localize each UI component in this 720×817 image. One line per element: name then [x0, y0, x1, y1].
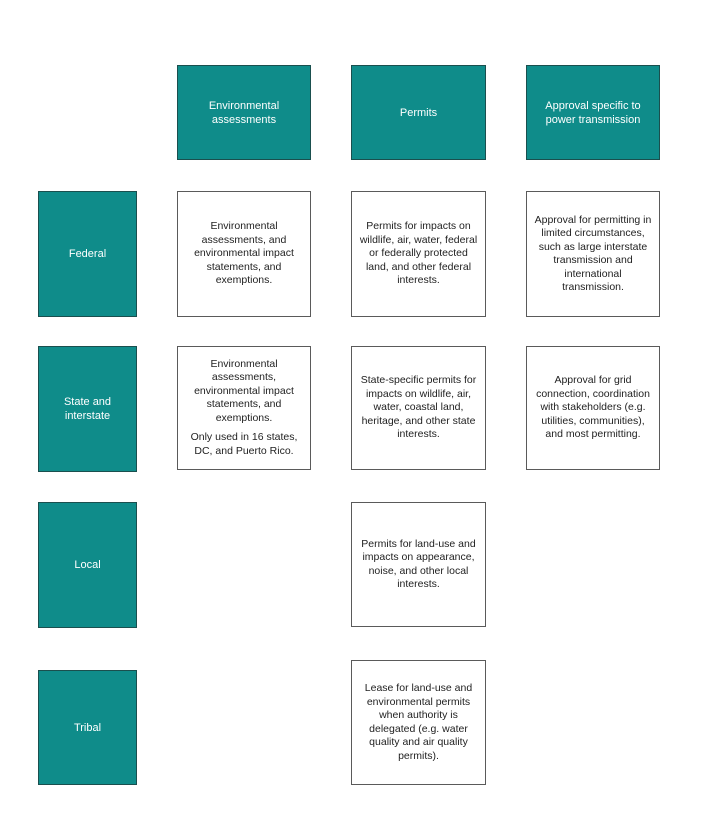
row-header-state-and-interstate: State and interstate — [38, 346, 137, 472]
row-header-local: Local — [38, 502, 137, 628]
cell-text: Lease for land-use and environmental per… — [364, 682, 473, 762]
cell-text: Environmental assessments, environmental… — [194, 357, 294, 424]
cell-text: State-specific permits for impacts on wi… — [360, 374, 477, 441]
column-header-permits: Permits — [351, 65, 486, 160]
cell-text: Approval for permitting in limited circu… — [534, 213, 652, 294]
column-header-environmental-assessments: Environmental assessments — [177, 65, 311, 160]
cell-state-environmental: Environmental assessments, environmental… — [177, 346, 311, 470]
cell-text: Environmental assessments, and environme… — [194, 220, 294, 287]
row-header-federal: Federal — [38, 191, 137, 317]
cell-federal-permits: Permits for impacts on wildlife, air, wa… — [351, 191, 486, 317]
column-header-power-transmission-approval: Approval specific to power transmission — [526, 65, 660, 160]
cell-text: Permits for impacts on wildlife, air, wa… — [359, 220, 478, 287]
cell-local-permits: Permits for land-use and impacts on appe… — [351, 502, 486, 627]
cell-state-permits: State-specific permits for impacts on wi… — [351, 346, 486, 470]
cell-tribal-permits: Lease for land-use and environmental per… — [351, 660, 486, 785]
row-header-tribal: Tribal — [38, 670, 137, 785]
cell-note: Only used in 16 states, DC, and Puerto R… — [190, 431, 298, 457]
cell-text: Approval for grid connection, coordinati… — [536, 374, 650, 441]
cell-federal-approval: Approval for permitting in limited circu… — [526, 191, 660, 317]
cell-text: Permits for land-use and impacts on appe… — [361, 537, 476, 591]
cell-state-approval: Approval for grid connection, coordinati… — [526, 346, 660, 470]
cell-federal-environmental: Environmental assessments, and environme… — [177, 191, 311, 317]
